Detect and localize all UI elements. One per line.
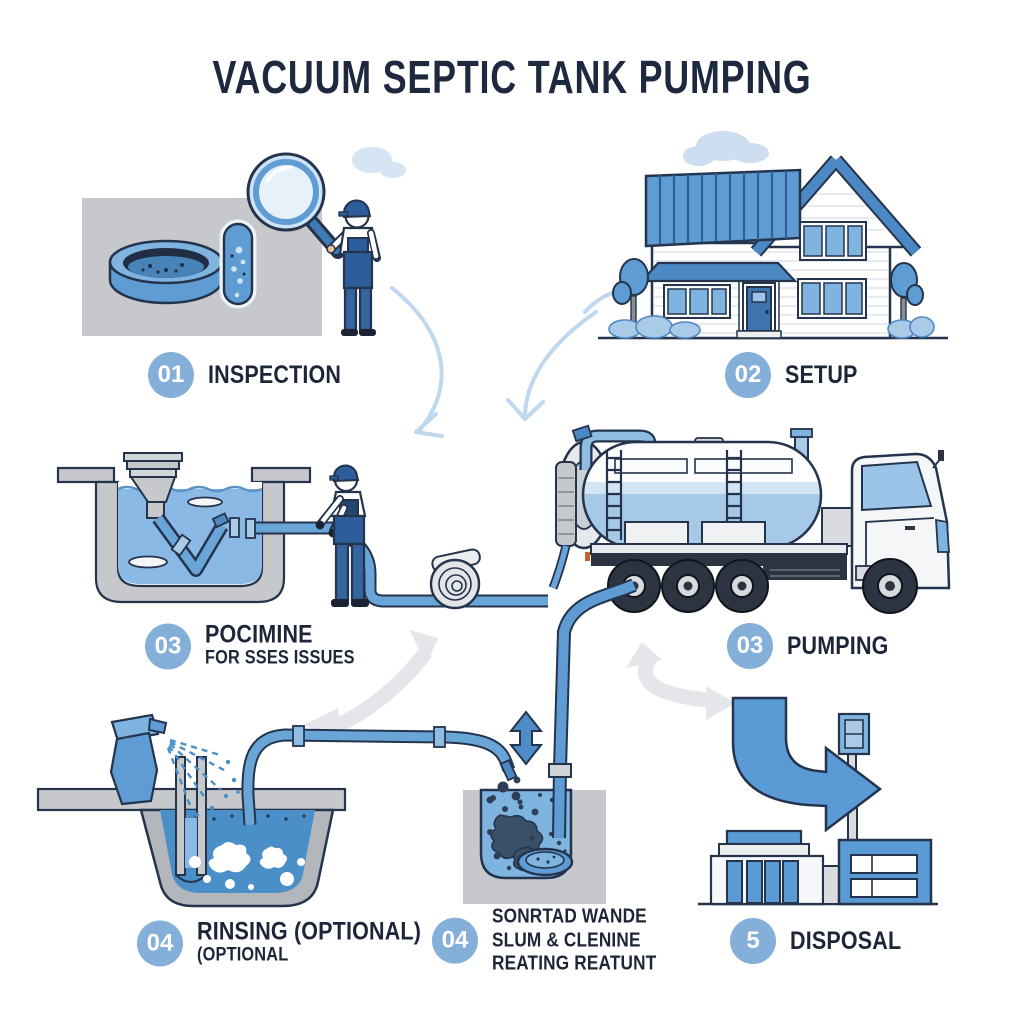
septic-lid-icon	[108, 239, 224, 305]
step-label-disposal: 5 DISPOSAL	[730, 918, 919, 964]
magnifying-glass-icon	[246, 152, 345, 259]
up-down-arrow-icon	[508, 710, 544, 766]
sample-capsule-icon	[219, 219, 257, 309]
step-number-badge: 01	[148, 352, 194, 398]
cloud-icon	[352, 147, 406, 178]
cloud-icon	[683, 131, 769, 166]
step-number-badge: 5	[730, 918, 776, 964]
bush-icon	[608, 315, 935, 339]
step-label-pocimine: 03 POCIMINE FOR SSES ISSUES	[145, 621, 379, 670]
step-sublabel-text: FOR SSES ISSUES	[205, 647, 355, 669]
funnel-riser-icon	[123, 452, 183, 519]
truck-wheel	[607, 558, 918, 614]
step-number-badge: 03	[727, 623, 773, 669]
inspection-scene	[82, 147, 406, 336]
foam-blobs	[189, 842, 305, 890]
house-icon	[639, 155, 922, 340]
flow-arrow-house-to-truck-icon	[506, 288, 624, 421]
suction-pipe	[154, 515, 226, 575]
gray-curved-arrow-right-icon	[626, 642, 736, 720]
worker-figure	[326, 199, 381, 336]
truck-discharge-hose	[548, 544, 637, 839]
step-label-text: POCIMINE	[205, 620, 313, 649]
drain-dish-icon	[516, 847, 574, 877]
metal-roof	[644, 168, 802, 248]
rinsing-scene	[36, 713, 347, 908]
step-label-text: PUMPING	[787, 631, 889, 660]
step-label-text: SONRTAD WANDE	[492, 905, 647, 928]
flow-arrow-inspection-to-tank-icon	[390, 286, 444, 438]
vacuum-truck-scene	[555, 424, 951, 614]
tree-icon	[612, 258, 649, 335]
falling-chunks	[490, 776, 524, 812]
sludge-pit-scene	[463, 788, 606, 904]
spray-bottle-icon	[109, 713, 168, 806]
step-label-inspection: 01 INSPECTION	[148, 352, 363, 398]
house-scene	[598, 131, 948, 340]
porch-awning	[639, 261, 798, 283]
step-sublabel-text: SLUM & CLENINE	[492, 929, 641, 952]
step-number-badge: 04	[137, 919, 183, 966]
step-label-pumping: 03 PUMPING	[727, 623, 905, 669]
step-number-badge: 02	[725, 352, 771, 398]
spray-mist	[166, 738, 227, 809]
windshield	[861, 460, 933, 512]
spray-droplets	[194, 759, 240, 818]
disposal-scene	[698, 696, 938, 906]
inlet-baffle-pipe	[175, 756, 207, 883]
step-label-text: RINSING (OPTIONAL)	[197, 917, 422, 946]
step-sublabel-text: REATING REATUNT	[492, 952, 657, 975]
step-number-badge: 03	[145, 622, 191, 669]
septic-tank-cleaning-scene	[56, 452, 548, 610]
step-label-text: SETUP	[785, 360, 858, 389]
step-number-badge: 04	[432, 918, 478, 964]
step-label-sorted-waste: 04 SONRTAD WANDE SLUM & CLENINE REATING …	[432, 906, 683, 977]
disposal-building-icon	[709, 829, 933, 906]
step-label-text: INSPECTION	[208, 360, 342, 389]
curved-flow-arrow-icon	[731, 696, 883, 833]
hose-coil-icon	[429, 548, 481, 610]
worker-figure	[315, 464, 369, 607]
vacuum-truck-icon	[555, 424, 951, 614]
step-label-text: DISPOSAL	[790, 926, 902, 955]
ground-bar	[36, 787, 347, 812]
step-label-rinsing: 04 RINSING (OPTIONAL) (OPTIONAL	[137, 918, 458, 967]
transfer-pipe	[241, 725, 524, 826]
page-title: VACUUM SEPTIC TANK PUMPING	[212, 51, 812, 103]
step-label-setup: 02 SETUP	[725, 352, 869, 398]
step-sublabel-text: (OPTIONAL	[197, 944, 289, 966]
